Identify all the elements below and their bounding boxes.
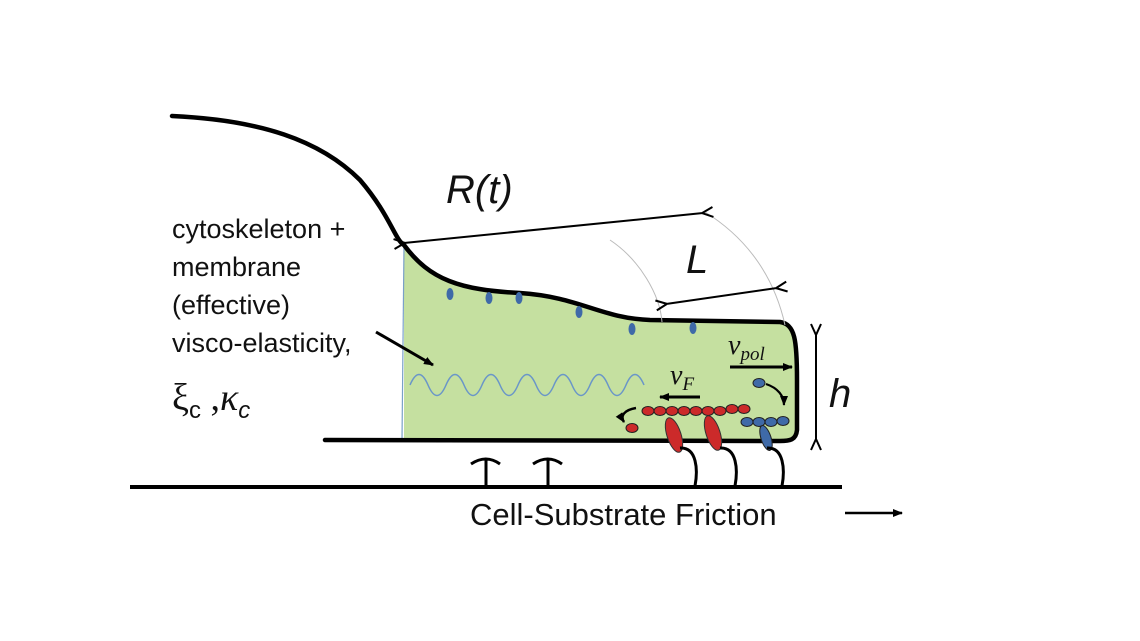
cyto-pointer-arrow (375, 330, 434, 367)
actin-bead (713, 406, 727, 416)
vf-subscript: F (681, 374, 694, 395)
adhesion-molecule-red (664, 417, 684, 453)
radius-arrow (404, 213, 703, 243)
blue-monomer (752, 378, 766, 388)
guide-arc-right (704, 211, 786, 326)
actin-bead (737, 404, 751, 414)
friction-label: Cell-Substrate Friction (470, 497, 777, 532)
xi-symbol: ξ (172, 377, 189, 419)
xi-subscript: c (189, 397, 201, 424)
actin-bead (653, 406, 667, 416)
receptor-bound (679, 446, 698, 487)
vpol-subscript: pol (738, 344, 764, 365)
blue-dot (515, 292, 523, 304)
actin-bead (641, 406, 655, 416)
cyto-label-line1: cytoskeleton + (172, 214, 345, 244)
cell-left-edge (401, 244, 405, 441)
comma: , (201, 377, 220, 419)
blue-dot (689, 322, 697, 334)
cyto-label-line2: membrane (172, 252, 301, 282)
xi-kappa-label: ξc ,κc (172, 377, 250, 424)
adhesion-molecule-blue (759, 425, 773, 451)
actin-filament (625, 404, 751, 433)
blue-dot (485, 292, 493, 304)
receptor-free (470, 457, 501, 486)
vpol-label: vpol (728, 330, 765, 365)
actin-bead (665, 406, 679, 416)
receptor-bound (766, 446, 785, 487)
receptor-free (532, 457, 563, 486)
vf-label: vF (670, 360, 694, 395)
cyto-label-line3: (effective) (172, 290, 290, 320)
blue-dot (575, 306, 583, 318)
length-arrow (666, 288, 777, 304)
guide-arc-left (609, 239, 663, 323)
actin-bead (625, 423, 639, 433)
cyto-label-line4: visco-elasticity, (172, 328, 352, 358)
blue-dot (628, 323, 636, 335)
receptor-bound (719, 446, 738, 487)
height-label: h (829, 372, 851, 416)
blue-dot (446, 288, 454, 300)
cell-outline (169, 113, 800, 444)
actin-bead (725, 404, 739, 414)
kappa-symbol: κ (220, 377, 239, 419)
blue-monomer (764, 417, 778, 427)
adhesion-molecule-red (703, 415, 723, 451)
actin-bead (701, 406, 715, 416)
kappa-subscript: c (238, 397, 250, 424)
length-label: L (686, 238, 708, 282)
poly-curve-arrow (765, 382, 788, 406)
blue-dots (446, 288, 697, 335)
free-receptors (470, 457, 563, 486)
blue-monomer (776, 416, 790, 426)
blue-monomers (740, 378, 790, 427)
bound-receptors (679, 446, 785, 487)
elasticity-wave (409, 373, 645, 397)
vf-v: v (670, 360, 683, 391)
blue-monomer (740, 417, 754, 427)
vpol-v: v (728, 330, 741, 361)
actin-bead (689, 406, 703, 416)
depoly-curve-arrow (615, 406, 637, 423)
actin-bead (677, 406, 691, 416)
radius-label: R(t) (446, 168, 513, 212)
